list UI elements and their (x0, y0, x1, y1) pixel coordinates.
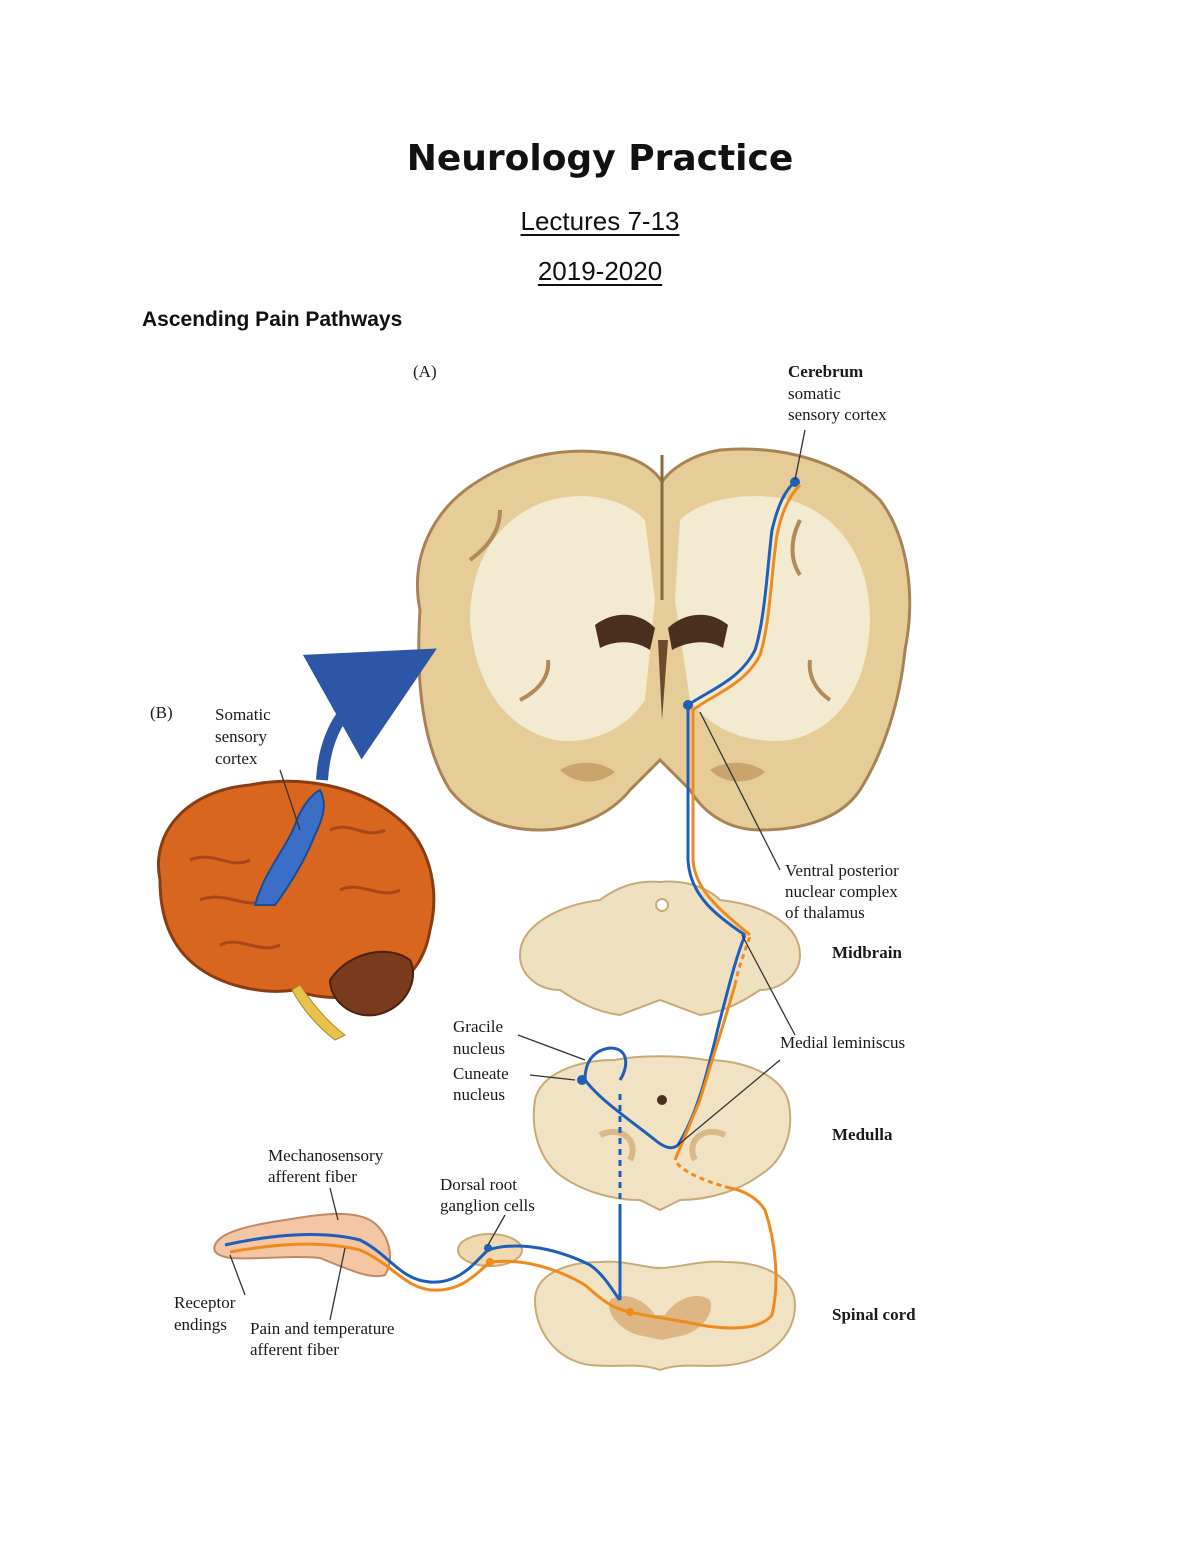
mechanosensory-pathway (224, 480, 796, 1302)
medial-lemniscus-label: Medial leminiscus (780, 1033, 905, 1052)
gracile-label-1: Gracile (453, 1017, 503, 1036)
leader-lines (229, 429, 806, 1321)
receptor-label-1: Receptor (174, 1293, 236, 1312)
panel-b-label: (B) (150, 703, 173, 722)
cerebrum-sub-1: somatic (788, 384, 841, 403)
medulla-label: Medulla (832, 1125, 893, 1144)
midbrain-label: Midbrain (832, 943, 902, 962)
pain-temperature-pathway (229, 483, 802, 1330)
midbrain-section (518, 880, 802, 1017)
somatic-b-2: sensory (215, 727, 267, 746)
coronal-brain-section (416, 447, 912, 832)
lateral-brain (157, 779, 436, 1041)
somatic-b-1: Somatic (215, 705, 271, 724)
receptor-label-2: endings (174, 1315, 227, 1334)
thalamus-label-2: nuclear complex (785, 882, 898, 901)
dorsal-root-label-1: Dorsal root (440, 1175, 517, 1194)
cuneate-label-2: nucleus (453, 1085, 505, 1104)
cerebrum-sub-2: sensory cortex (788, 405, 887, 424)
mechanosensory-label-1: Mechanosensory (268, 1146, 384, 1165)
cerebrum-label: Cerebrum (788, 362, 863, 381)
lectures-subtitle: Lectures 7-13 (520, 206, 680, 236)
year-subtitle: 2019-2020 (537, 256, 663, 286)
gracile-label-2: nucleus (453, 1039, 505, 1058)
somatic-b-3: cortex (215, 749, 258, 768)
dorsal-root-label-2: ganglion cells (440, 1196, 535, 1215)
pain-temp-label-1: Pain and temperature (250, 1319, 394, 1338)
curved-arrow-icon (302, 648, 437, 781)
mechanosensory-label-2: afferent fiber (268, 1167, 357, 1186)
cuneate-label-1: Cuneate (453, 1064, 509, 1083)
document-title: Neurology Practice (406, 138, 794, 179)
thalamus-label-1: Ventral posterior (785, 861, 899, 880)
section-heading: Ascending Pain Pathways (142, 308, 403, 331)
pain-temp-label-2: afferent fiber (250, 1340, 339, 1359)
thalamus-label-3: of thalamus (785, 903, 865, 922)
panel-a-label: (A) (413, 362, 437, 381)
spinal-cord-section (533, 1260, 797, 1372)
spinal-cord-label: Spinal cord (832, 1305, 916, 1324)
